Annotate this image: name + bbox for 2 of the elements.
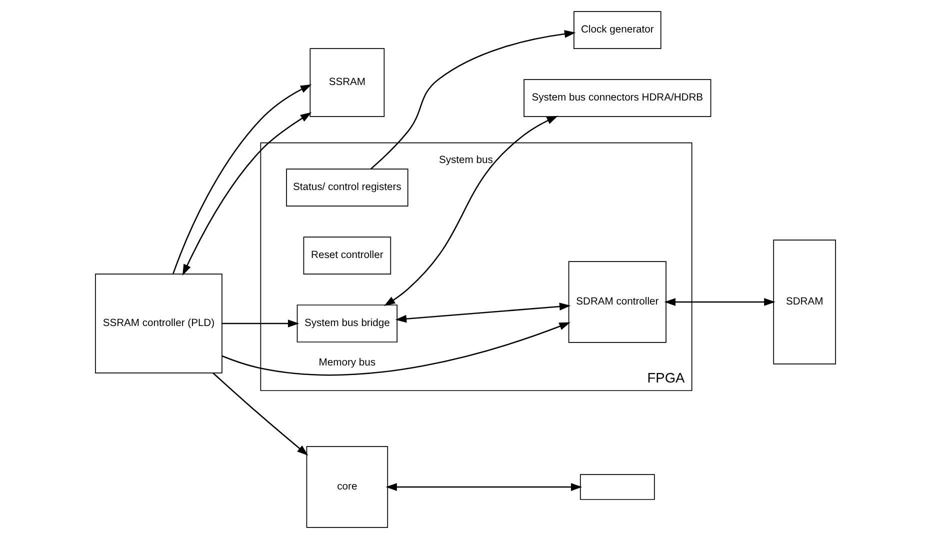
edge-label: System bus <box>438 155 492 166</box>
edge-label: Memory bus <box>318 357 376 368</box>
